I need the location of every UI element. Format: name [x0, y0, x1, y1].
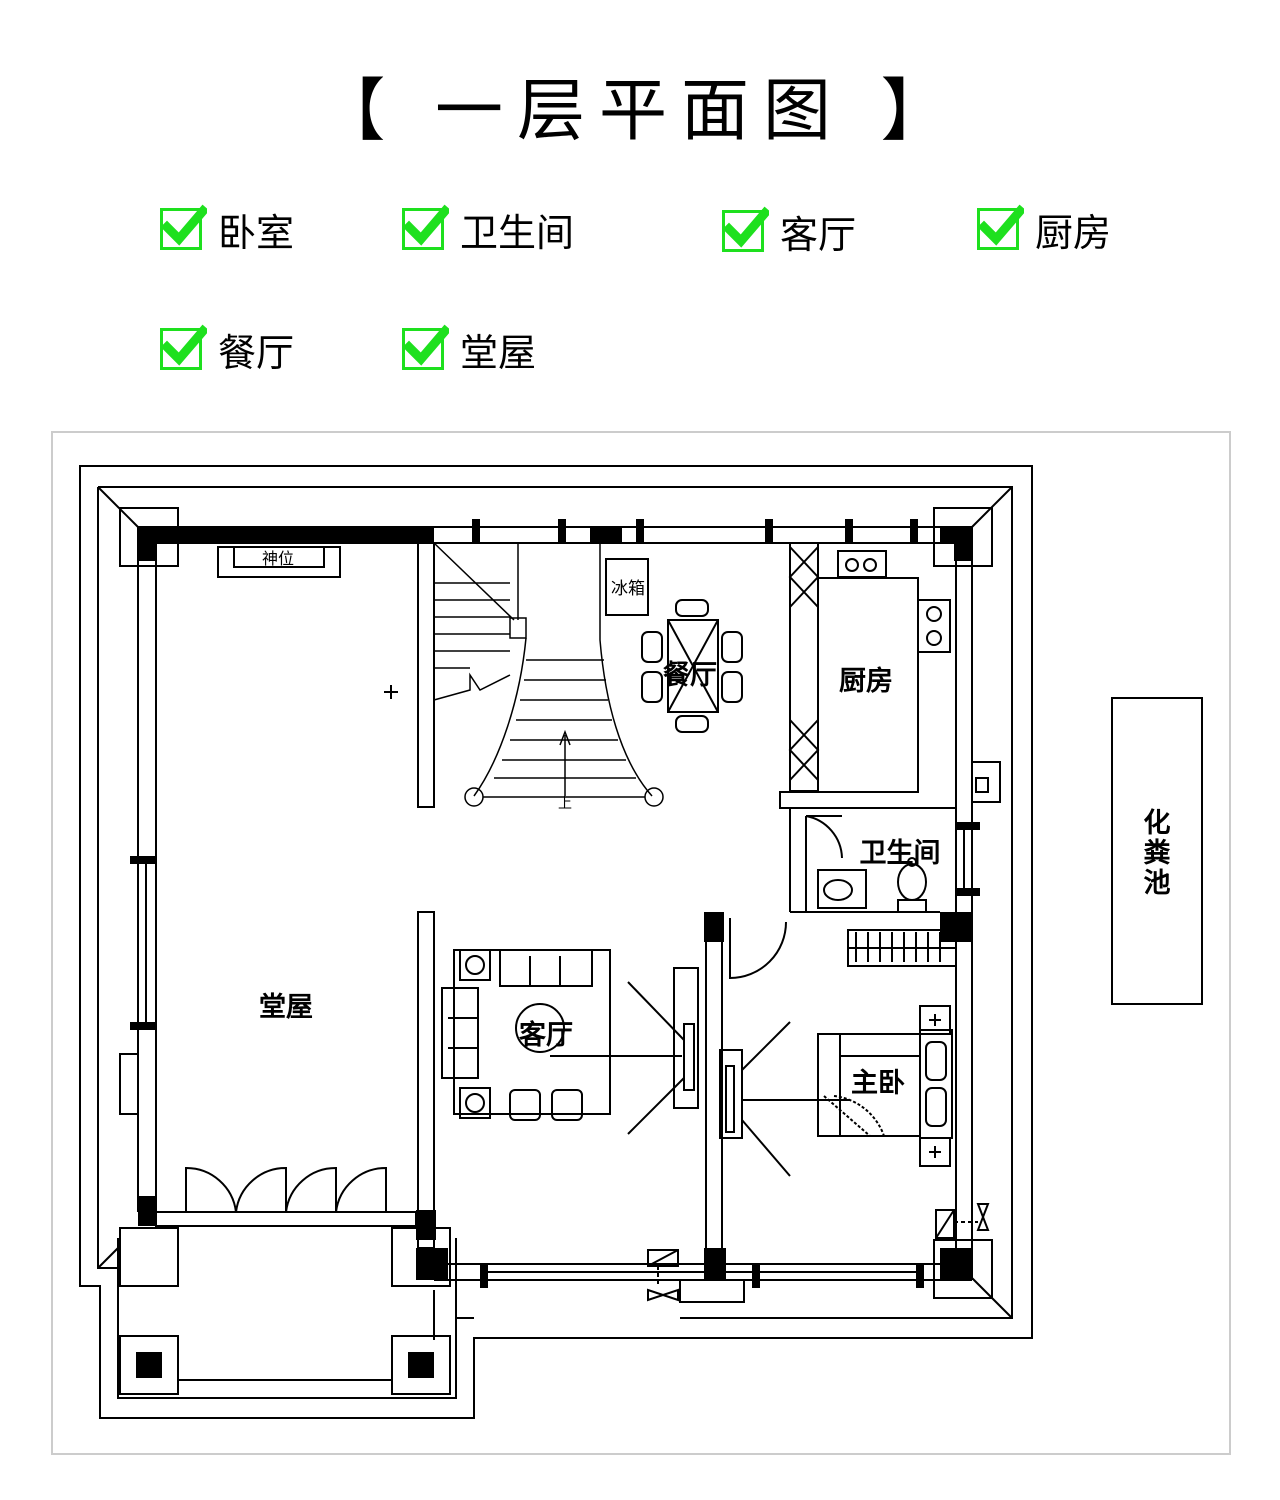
room-label-living: 客厅: [519, 1019, 573, 1051]
stair-up-label: 上: [558, 796, 572, 812]
room-label-shrine: 神位: [262, 549, 294, 568]
kitchen-fixtures: [779, 542, 956, 809]
legend-label: 卧室: [218, 210, 295, 255]
fridge: [605, 558, 649, 616]
page-title: 【 一层平面图 】: [317, 72, 963, 151]
legend-label: 堂屋: [460, 330, 537, 375]
porch-outline: [117, 1238, 457, 1399]
checkbox-icon: [402, 324, 449, 370]
legend-item-kitchen: 厨房: [977, 204, 1112, 255]
wardrobe: [847, 929, 957, 967]
checkbox-icon: [160, 204, 207, 250]
eave-outline: [98, 486, 1013, 1319]
room-label-bathroom: 卫生间: [860, 838, 941, 869]
staircase: [433, 542, 664, 807]
room-label-dining: 餐厅: [663, 660, 717, 691]
room-label-master-bedroom: 主卧: [851, 1068, 905, 1099]
room-label-hall: 堂屋: [259, 992, 313, 1023]
sofa-set: [441, 949, 682, 1121]
legend-label: 卫生间: [460, 210, 575, 255]
dining-table: [641, 599, 743, 733]
legend-item-bathroom: 卫生间: [402, 204, 575, 255]
checkbox-icon: [722, 206, 769, 252]
legend-item-dining-room: 餐厅: [160, 324, 295, 375]
tv-cabinets: [627, 967, 850, 1177]
legend-label: 客厅: [780, 212, 857, 257]
septic-tank-label: 化粪池: [1144, 808, 1171, 899]
legend-item-living-room: 客厅: [722, 206, 857, 257]
checkbox-icon: [402, 204, 449, 250]
room-label-fridge: 冰箱: [611, 579, 645, 599]
checkbox-icon: [977, 204, 1024, 250]
legend-label: 餐厅: [218, 330, 295, 375]
legend-item-main-hall: 堂屋: [402, 324, 537, 375]
terrace-outline: [79, 465, 1033, 1419]
bathroom-fixtures: [729, 808, 940, 980]
checkbox-icon: [160, 324, 207, 370]
legend-label: 厨房: [1035, 210, 1112, 255]
legend-item-bedroom: 卧室: [160, 204, 295, 255]
bed: [817, 1005, 953, 1167]
room-label-kitchen: 厨房: [839, 666, 893, 697]
septic-tank: [1111, 697, 1203, 1005]
floor-plan-frame: [51, 431, 1231, 1455]
